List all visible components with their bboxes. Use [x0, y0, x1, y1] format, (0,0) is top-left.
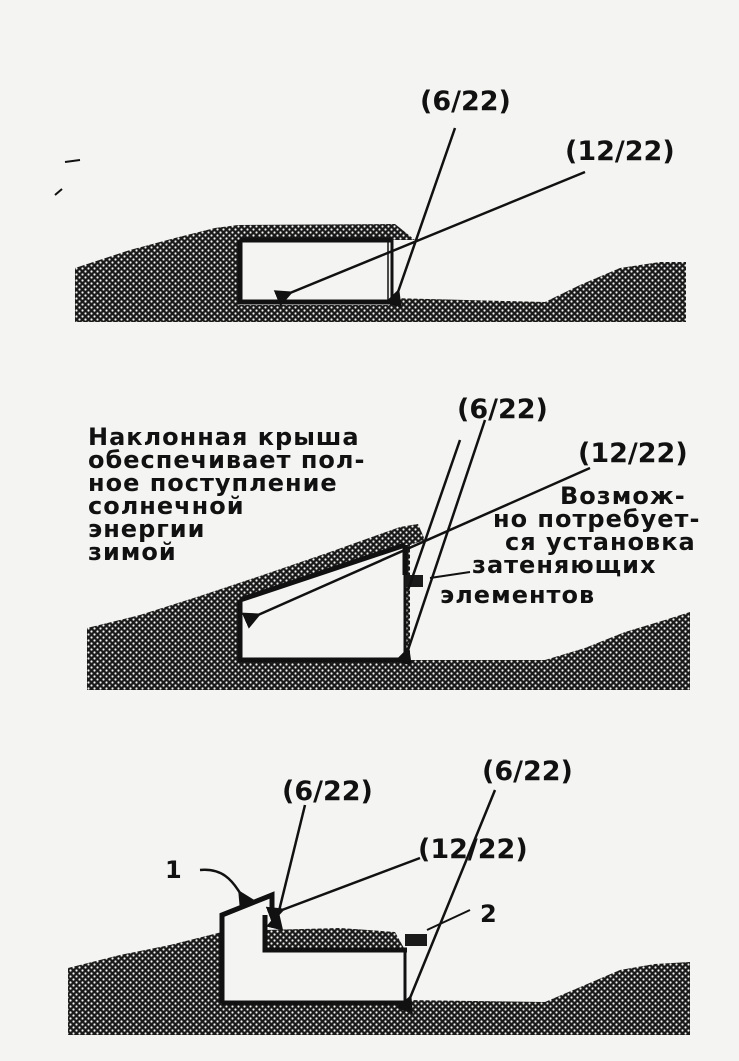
ray-winter-2b [395, 419, 487, 667]
note-right-line-1: Возмож- [560, 482, 686, 510]
scan-marks [54, 159, 81, 196]
earth-mass-1 [75, 225, 686, 322]
diagram-1: (6/22) (12/22) [75, 86, 686, 322]
ray-winter-2a [406, 439, 462, 591]
callout-1: 1 [165, 856, 182, 884]
roof-earth-3 [265, 928, 405, 950]
note-left-line-6: зимой [88, 538, 177, 566]
note-right-line-4: затеняющих [472, 551, 656, 579]
note-left-line-4: солнечной [88, 492, 245, 520]
ray-winter-1 [385, 127, 457, 309]
label-summer-1: (12/22) [565, 136, 675, 167]
diagram-2: (6/22) (12/22) Наклонная крыша обеспечив… [87, 394, 700, 690]
note-right-line-3: ся установка [505, 528, 696, 556]
note-left-line-3: ное поступление [88, 469, 338, 497]
leader-callout-2 [426, 909, 471, 931]
roof-earth-1 [238, 224, 415, 240]
diagram-3: (6/22) (6/22) (12/22) 1 2 [68, 756, 690, 1035]
house-wall-3 [219, 891, 407, 1006]
overhang-2 [405, 934, 427, 946]
label-winter-3-right: (6/22) [482, 756, 573, 787]
ray-winter-3-left [266, 804, 307, 931]
note-right-line-2: но потребует- [493, 505, 700, 533]
leader-callout-1 [199, 868, 255, 910]
ray-winter-3-right [396, 789, 497, 1015]
shading-element-2 [405, 575, 423, 587]
label-summer-3: (12/22) [418, 834, 528, 865]
house-wall-1 [237, 237, 392, 305]
label-winter-2: (6/22) [457, 394, 548, 425]
callout-2: 2 [480, 900, 497, 928]
label-summer-2: (12/22) [578, 438, 688, 469]
ray-summer-2 [241, 466, 591, 629]
ray-summer-3 [265, 856, 421, 924]
note-sloped-roof: Наклонная крыша обеспечивает пол- ное по… [88, 423, 365, 566]
note-left-line-2: обеспечивает пол- [88, 446, 365, 474]
note-shading: Возмож- но потребует- ся установка затен… [440, 482, 700, 609]
label-winter-1: (6/22) [420, 86, 511, 117]
label-winter-3-left: (6/22) [282, 776, 373, 807]
note-left-line-5: энергии [88, 515, 205, 543]
house-interior-2 [240, 545, 405, 658]
ray-summer-1 [273, 170, 586, 307]
note-left-line-1: Наклонная крыша [88, 423, 360, 451]
leader-shading-2 [429, 571, 471, 579]
note-right-line-5: элементов [440, 581, 595, 609]
earth-mass-3 [68, 932, 690, 1035]
